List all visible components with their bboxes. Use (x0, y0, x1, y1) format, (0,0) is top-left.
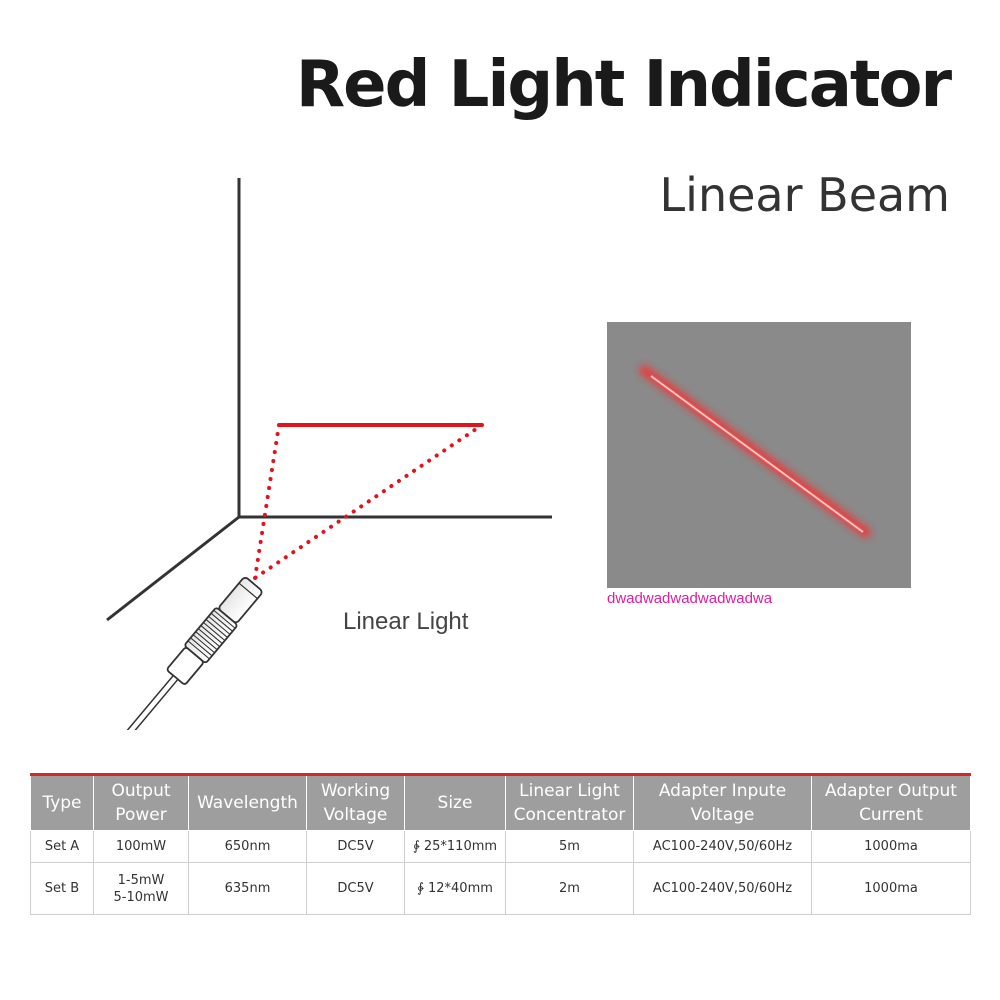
watermark-text: dwadwadwadwadwadwa (607, 590, 773, 607)
cell-working-voltage: DC5V (306, 830, 405, 863)
page-title: Red Light Indicator (295, 48, 952, 122)
cell-adapter-output: 1000ma (811, 862, 971, 915)
cell-wavelength: 635nm (188, 862, 307, 915)
beam-ray-left (253, 423, 281, 580)
cell-type: Set A (30, 830, 94, 863)
header-wavelength: Wavelength (188, 774, 307, 831)
cell-type: Set B (30, 862, 94, 915)
cell-adapter-input: AC100-240V,50/60Hz (633, 862, 812, 915)
page-subtitle: Linear Beam (659, 168, 950, 222)
diagram-caption: Linear Light (343, 608, 469, 635)
cell-output-power: 100mW (93, 830, 189, 863)
linear-light-diagram (106, 178, 552, 730)
table-row: Set A 100mW 650nm DC5V ∲ 25*110mm 5m AC1… (30, 830, 971, 863)
cell-adapter-output: 1000ma (811, 830, 971, 863)
cell-wavelength: 650nm (188, 830, 307, 863)
beam-photo (607, 322, 911, 588)
header-type: Type (30, 774, 94, 831)
laser-line-image (638, 364, 872, 539)
cell-size: ∲ 12*40mm (404, 862, 506, 915)
depth-axis (106, 515, 240, 622)
header-size: Size (404, 774, 506, 831)
beam-ray-right (253, 423, 484, 580)
cell-size: ∲ 25*110mm (404, 830, 506, 863)
laser-module-icon (125, 577, 263, 730)
cell-concentrator: 5m (505, 830, 634, 863)
cell-concentrator: 2m (505, 862, 634, 915)
cell-adapter-input: AC100-240V,50/60Hz (633, 830, 812, 863)
cell-working-voltage: DC5V (306, 862, 405, 915)
